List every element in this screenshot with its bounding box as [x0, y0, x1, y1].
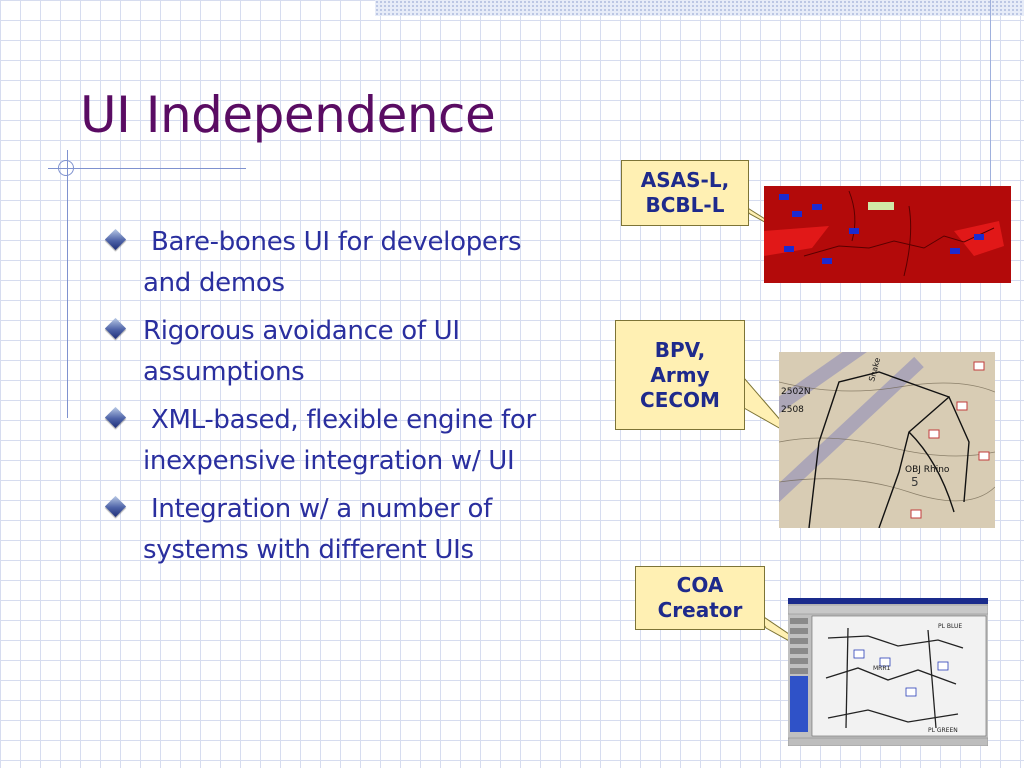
red-map-screenshot	[764, 186, 1011, 283]
bullet-item: Rigorous avoidance of UI assumptions	[104, 311, 574, 393]
callout-coa-creator: COA Creator	[635, 566, 765, 630]
left-vertical-rule	[67, 150, 68, 418]
callout-asas-bcbl: ASAS-L, BCBL-L	[621, 160, 749, 226]
bullet-item: XML-based, flexible engine for inexpensi…	[104, 400, 574, 482]
map-label: PL BLUE	[938, 623, 962, 630]
bullet-item: Bare-bones UI for developers and demos	[104, 222, 574, 304]
right-decorative-rule	[990, 0, 991, 190]
diamond-bullet-icon	[104, 406, 127, 429]
diamond-bullet-icon	[104, 495, 127, 518]
callout-line: Army	[650, 362, 710, 387]
map-label: 2508	[781, 405, 804, 415]
callout-line: ASAS-L,	[640, 168, 730, 192]
bullet-item: Integration w/ a number of systems with …	[104, 489, 574, 571]
diamond-bullet-icon	[104, 228, 127, 251]
callout-line: CECOM	[640, 387, 720, 412]
map-label: OBJ Rhino	[905, 465, 950, 475]
diamond-bullet-icon	[104, 317, 127, 340]
bullet-text: XML-based, flexible engine for inexpensi…	[143, 405, 536, 476]
callout-line: BPV,	[654, 337, 706, 362]
title-underline-rule	[48, 168, 246, 169]
map-label: PL GREEN	[928, 727, 958, 734]
callout-bpv-cecom: BPV, Army CECOM	[615, 320, 745, 430]
callout-line: COA	[676, 573, 724, 597]
callout-line: Creator	[657, 598, 743, 622]
rule-ring-ornament	[58, 160, 74, 176]
bullet-list: Bare-bones UI for developers and demos R…	[104, 222, 574, 578]
bullet-text: Bare-bones UI for developers and demos	[143, 227, 522, 298]
bullet-text: Rigorous avoidance of UI assumptions	[143, 316, 460, 387]
topographic-map-screenshot: Snake 2502N 2508 OBJ Rhino 5	[779, 352, 995, 528]
coa-creator-window-screenshot: PL BLUE MRR1 PL GREEN	[788, 598, 988, 746]
slide-title: UI Independence	[80, 86, 496, 144]
callout-line: BCBL-L	[645, 193, 725, 217]
map-label: 5	[911, 475, 919, 489]
bullet-text: Integration w/ a number of systems with …	[143, 494, 492, 565]
map-label: 2502N	[781, 387, 811, 397]
top-decorative-band	[375, 0, 1024, 16]
map-label: MRR1	[873, 665, 891, 672]
